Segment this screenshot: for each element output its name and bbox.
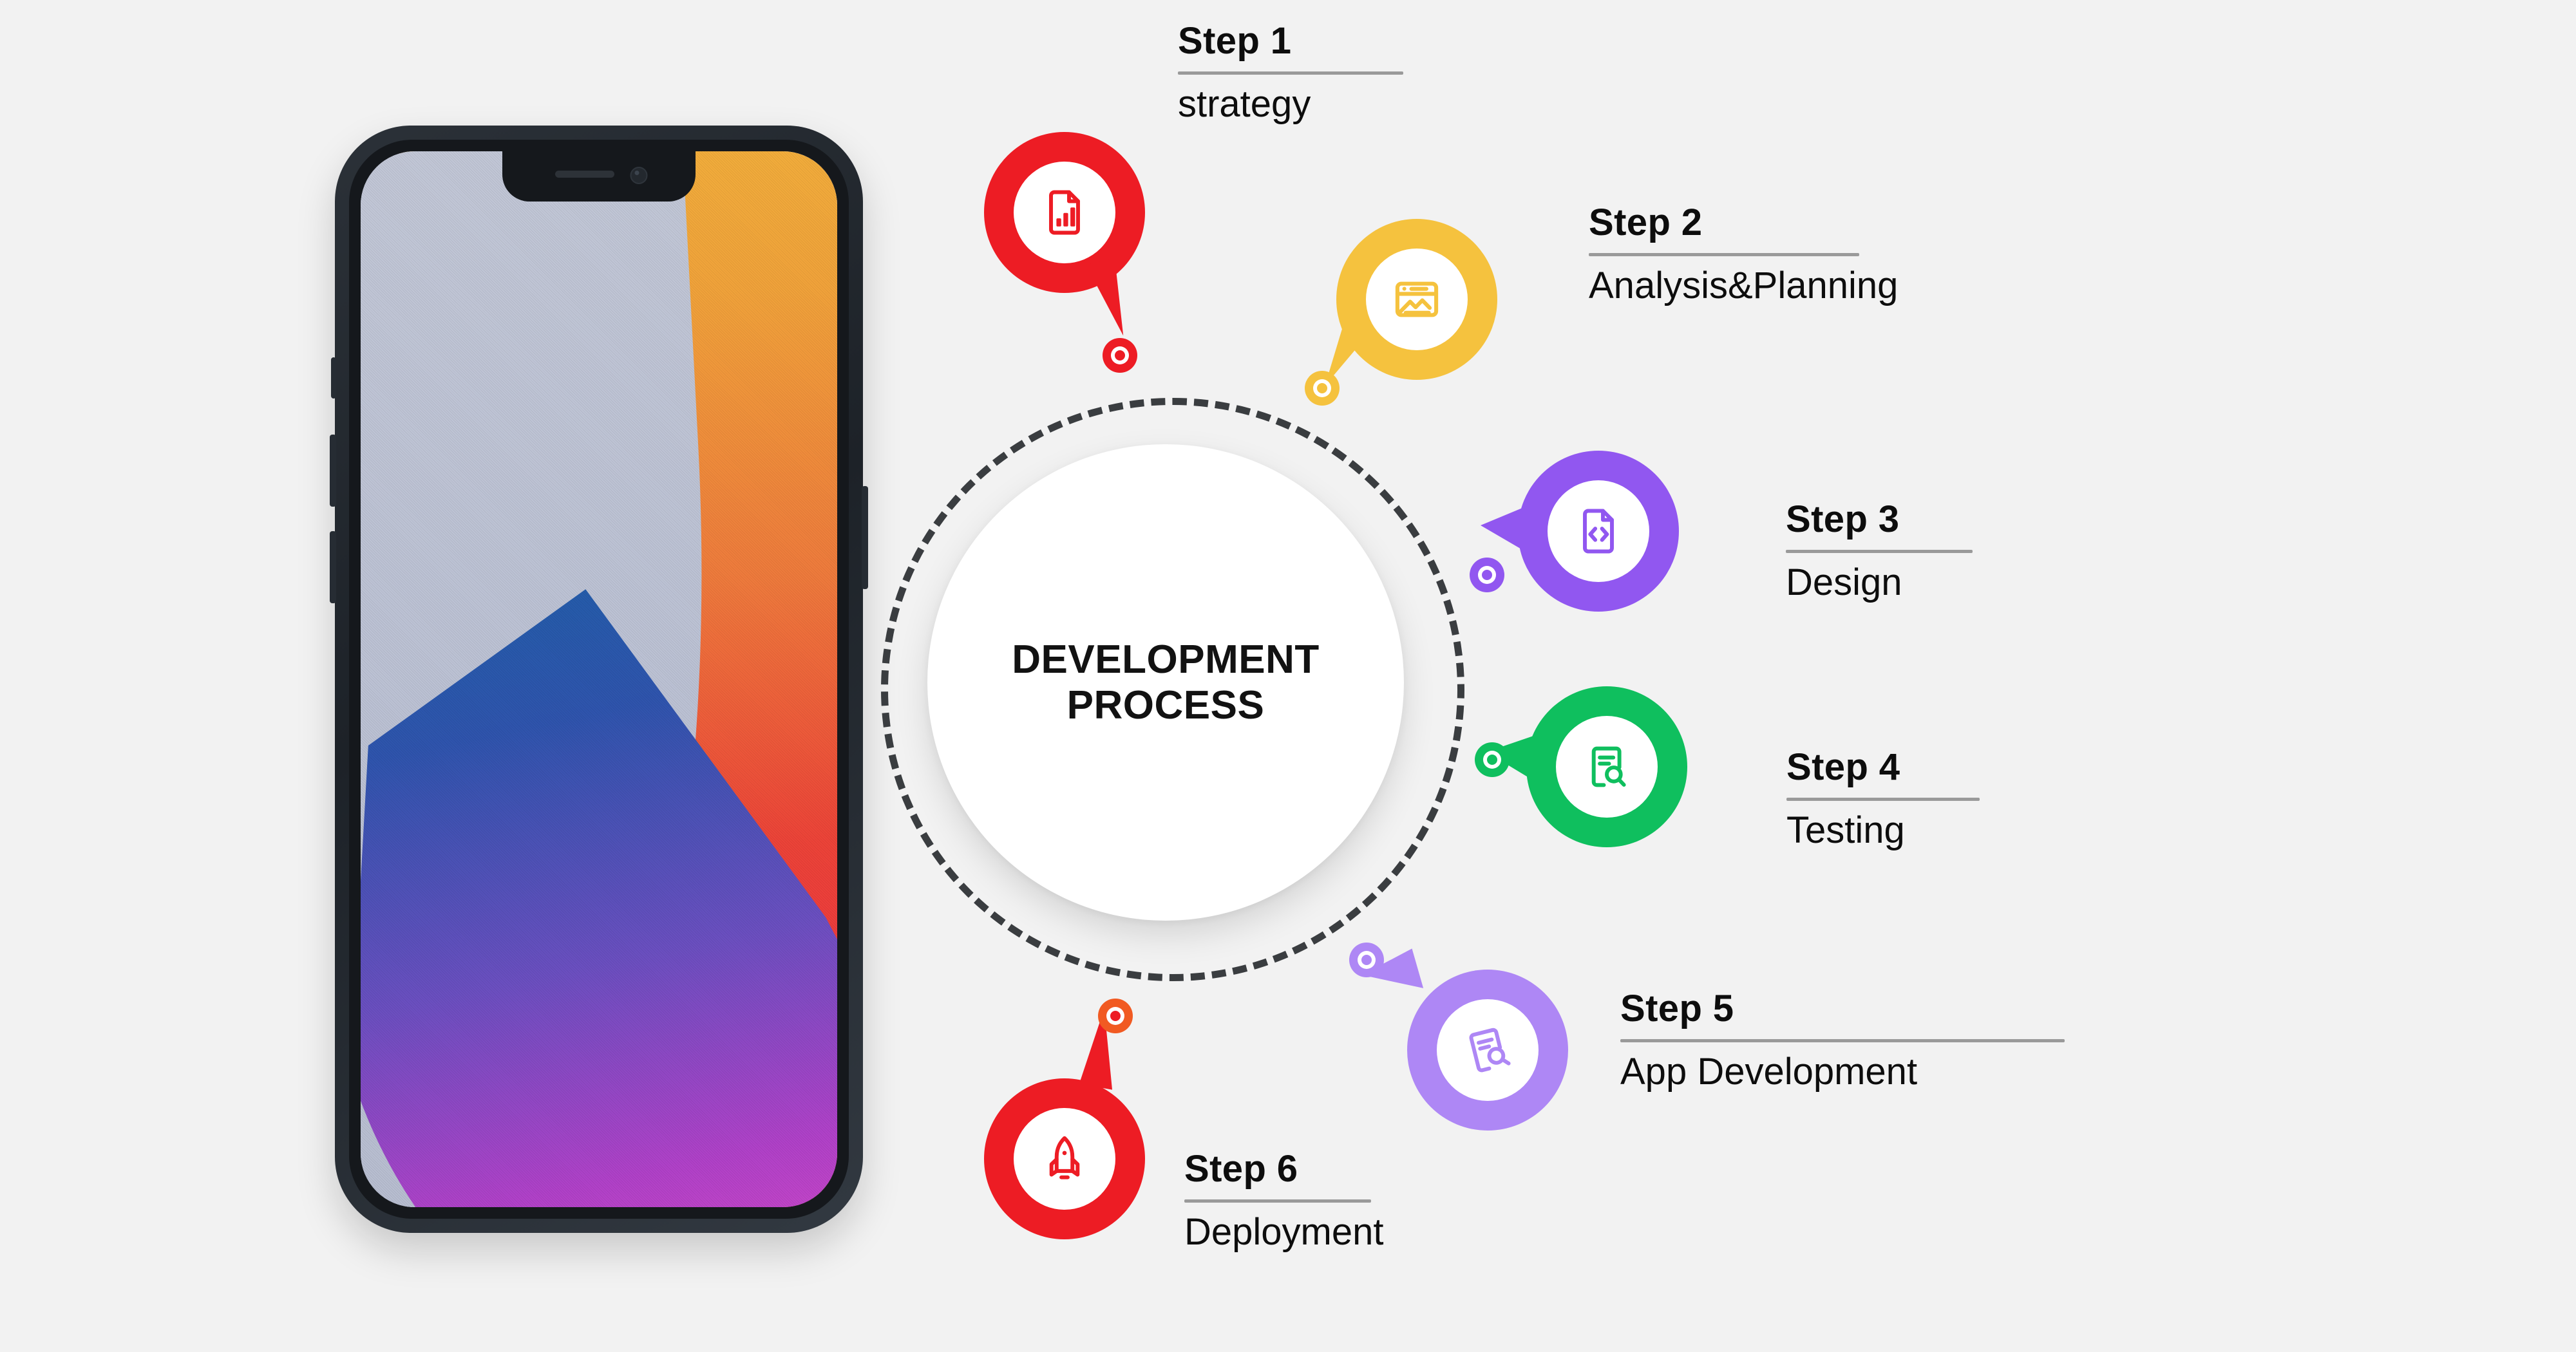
browser-image-chart-icon bbox=[1395, 281, 1439, 317]
step-icon-wrap-6 bbox=[1014, 1108, 1115, 1210]
step-divider-6 bbox=[1184, 1199, 1371, 1203]
step-label-2: Step 2 Analysis&Planning bbox=[1589, 201, 1899, 307]
step-number-4: Step 4 bbox=[1786, 746, 1900, 788]
step-icon-wrap-4 bbox=[1556, 716, 1658, 818]
dashed-process-ring bbox=[881, 398, 1464, 981]
step-bubble-4[interactable] bbox=[1486, 686, 1687, 847]
phone-mute-switch[interactable] bbox=[331, 357, 336, 399]
step-divider-5 bbox=[1620, 1039, 2065, 1042]
hub-title: DEVELOPMENT PROCESS bbox=[1012, 637, 1319, 729]
smartphone-mockup bbox=[330, 126, 868, 1233]
step-title-4: Testing bbox=[1786, 809, 1905, 851]
phone-volume-up-button[interactable] bbox=[330, 435, 336, 507]
step-bubble-2[interactable] bbox=[1319, 219, 1497, 395]
phone-bezel bbox=[349, 140, 849, 1219]
step-number-1: Step 1 bbox=[1178, 20, 1292, 62]
rocket-icon bbox=[1049, 1136, 1080, 1179]
step-divider-4 bbox=[1786, 798, 1980, 801]
code-file-icon bbox=[1583, 509, 1614, 554]
step-label-3: Step 3 Design bbox=[1786, 498, 1973, 604]
wallpaper-grain bbox=[361, 151, 837, 1207]
ring-marker-step-5[interactable] bbox=[1349, 943, 1384, 977]
step-icon-wrap-5 bbox=[1437, 999, 1539, 1101]
step-divider-2 bbox=[1589, 253, 1859, 256]
step-bubble-6[interactable] bbox=[984, 1006, 1145, 1239]
step-number-2: Step 2 bbox=[1589, 202, 1703, 243]
earpiece-speaker-icon bbox=[555, 171, 614, 178]
step-title-1: strategy bbox=[1178, 83, 1311, 125]
step-title-2: Analysis&Planning bbox=[1589, 265, 1899, 306]
ring-marker-step-4[interactable] bbox=[1475, 742, 1510, 777]
phone-notch bbox=[502, 151, 696, 202]
step-bubble-5[interactable] bbox=[1358, 948, 1568, 1131]
hub-title-line2: PROCESS bbox=[1066, 683, 1265, 728]
step-label-5: Step 5 App Development bbox=[1620, 987, 2065, 1093]
step-icon-wrap-3 bbox=[1548, 480, 1649, 582]
step-title-5: App Development bbox=[1620, 1051, 1918, 1093]
step-bubble-3[interactable] bbox=[1481, 451, 1679, 612]
ring-marker-step-3[interactable] bbox=[1470, 558, 1504, 592]
front-camera-icon bbox=[630, 167, 648, 184]
center-hub: DEVELOPMENT PROCESS bbox=[927, 444, 1404, 921]
phone-volume-down-button[interactable] bbox=[330, 531, 336, 603]
step-number-5: Step 5 bbox=[1620, 988, 1734, 1029]
step-divider-1 bbox=[1178, 71, 1403, 75]
document-bar-chart-icon bbox=[1049, 190, 1080, 235]
step-divider-3 bbox=[1786, 550, 1973, 553]
step-label-4: Step 4 Testing bbox=[1786, 746, 1980, 852]
phone-power-button[interactable] bbox=[862, 486, 868, 589]
step-icon-wrap-2 bbox=[1366, 249, 1468, 350]
step-title-6: Deployment bbox=[1184, 1211, 1384, 1253]
hub-title-line1: DEVELOPMENT bbox=[1012, 637, 1320, 682]
tilted-document-search-icon bbox=[1469, 1028, 1511, 1073]
step-bubble-1[interactable] bbox=[984, 132, 1145, 341]
step-icon-wrap-1 bbox=[1014, 162, 1115, 263]
step-label-1: Step 1 strategy bbox=[1178, 19, 1403, 126]
step-title-3: Design bbox=[1786, 561, 1902, 603]
step-label-6: Step 6 Deployment bbox=[1184, 1147, 1384, 1253]
document-search-icon bbox=[1591, 746, 1626, 787]
step-number-6: Step 6 bbox=[1184, 1148, 1298, 1190]
ring-marker-step-6[interactable] bbox=[1098, 999, 1133, 1033]
step-number-3: Step 3 bbox=[1786, 498, 1900, 540]
phone-screen bbox=[361, 151, 837, 1207]
ring-marker-step-1[interactable] bbox=[1103, 338, 1137, 373]
ring-marker-step-2[interactable] bbox=[1305, 371, 1340, 406]
